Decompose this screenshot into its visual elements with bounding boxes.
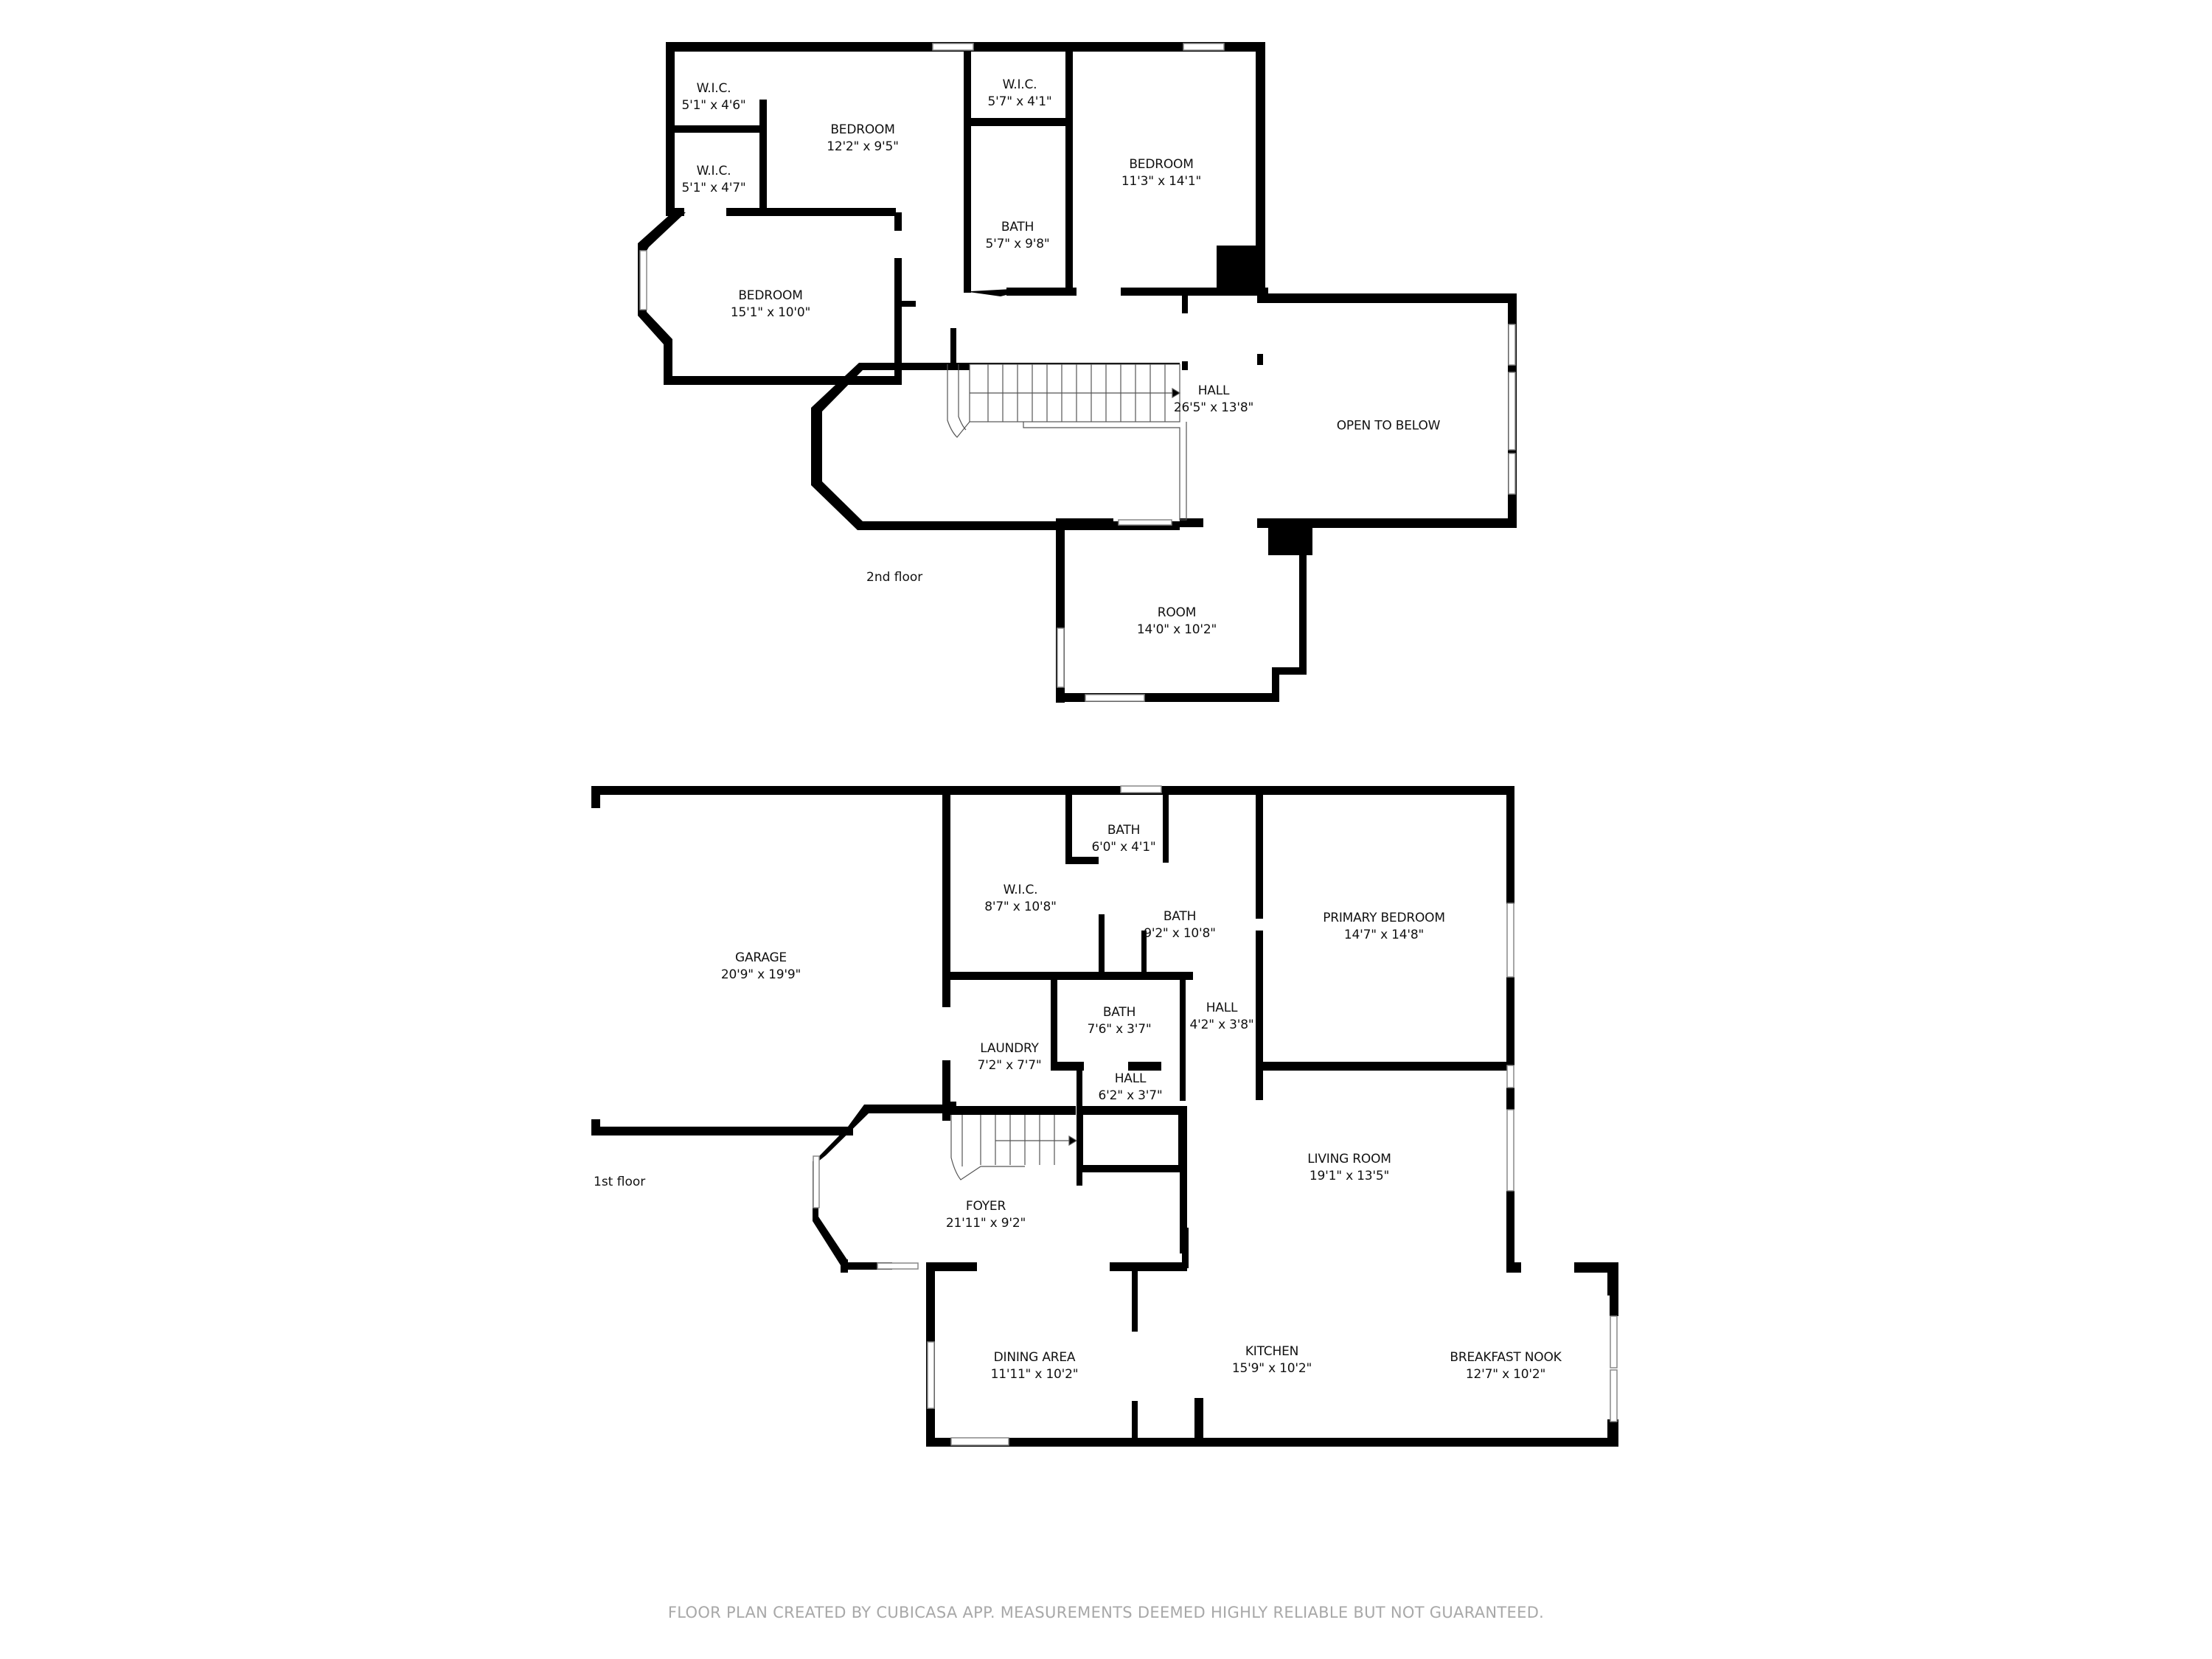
second-floor-windows <box>639 43 1516 702</box>
room-label-2f-bedroom-3: BEDROOM 15'1" x 10'0" <box>730 288 811 320</box>
room-label-2f-open-to-below: OPEN TO BELOW <box>1336 418 1441 434</box>
second-floor-stairs <box>947 364 1187 521</box>
room-label-2f-bedroom-2: BEDROOM 11'3" x 14'1" <box>1121 157 1202 189</box>
room-label-2f-wic-3: W.I.C. 5'7" x 4'1" <box>987 77 1052 109</box>
first-floor-stairs <box>950 1115 1078 1180</box>
disclaimer-footer: FLOOR PLAN CREATED BY CUBICASA APP. MEAS… <box>667 1604 1545 1621</box>
room-label-1f-breakfast-nook: BREAKFAST NOOK 12'7" x 10'2" <box>1450 1350 1562 1382</box>
first-floor-windows <box>813 785 1618 1446</box>
room-label-1f-dining-area: DINING AREA 11'11" x 10'2" <box>990 1350 1079 1382</box>
room-label-1f-laundry: LAUNDRY 7'2" x 7'7" <box>977 1041 1042 1073</box>
room-label-1f-bath-small: BATH 6'0" x 4'1" <box>1091 823 1156 855</box>
room-label-1f-living-room: LIVING ROOM 19'1" x 13'5" <box>1307 1152 1391 1183</box>
room-label-1f-bath-primary: BATH 9'2" x 10'8" <box>1144 909 1216 941</box>
room-label-2f-wic-1: W.I.C. 5'1" x 4'6" <box>681 81 746 113</box>
floor-label-1st: 1st floor <box>594 1175 646 1189</box>
room-label-1f-hall-2: HALL 6'2" x 3'7" <box>1098 1071 1163 1103</box>
room-label-2f-bedroom-1: BEDROOM 12'2" x 9'5" <box>827 122 899 154</box>
first-floor-walls <box>591 786 1618 1447</box>
room-label-1f-kitchen: KITCHEN 15'9" x 10'2" <box>1231 1344 1312 1376</box>
room-label-1f-bath-half: BATH 7'6" x 3'7" <box>1087 1005 1152 1037</box>
room-label-2f-bath: BATH 5'7" x 9'8" <box>985 220 1050 251</box>
room-label-1f-primary-bedroom: PRIMARY BEDROOM 14'7" x 14'8" <box>1323 911 1445 942</box>
room-label-1f-foyer: FOYER 21'11" x 9'2" <box>945 1199 1026 1231</box>
floor-label-2nd: 2nd floor <box>866 570 923 585</box>
room-label-1f-wic: W.I.C. 8'7" x 10'8" <box>984 883 1057 914</box>
room-label-1f-garage: GARAGE 20'9" x 19'9" <box>720 950 801 982</box>
room-label-2f-wic-2: W.I.C. 5'1" x 4'7" <box>681 164 746 195</box>
room-label-1f-hall-1: HALL 4'2" x 3'8" <box>1189 1001 1254 1032</box>
room-label-2f-room: ROOM 14'0" x 10'2" <box>1136 605 1217 637</box>
room-label-2f-hall: HALL 26'5" x 13'8" <box>1173 383 1254 415</box>
